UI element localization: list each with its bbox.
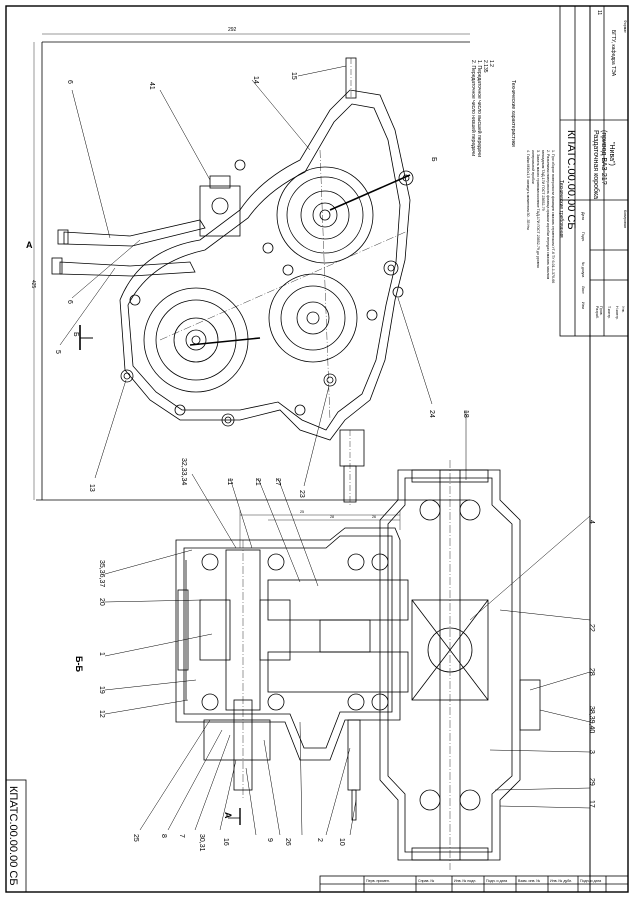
section-title-bb: Б-Б [74,656,84,672]
top-view-labels: А Б Б 425 292 [26,27,437,337]
bottom-stamp-1: Подп. и дата [486,879,507,883]
technical-requirements: Технические требования 1. При сборке пов… [526,150,564,283]
section-view-bb [175,460,541,870]
sheet-number: 11 [596,10,602,15]
callout-12: 12 [98,710,105,718]
callout-numbers: 41 14 15 6 6 5 13 23 24 18 4 22 28 38,39… [54,72,595,852]
callout-30-31: 30,31 [198,834,205,852]
format-label: Формат [623,20,627,33]
view-label-a: А [26,240,33,250]
callout-23: 23 [298,490,305,498]
stamp-row-4: Утв. [621,306,625,313]
section-arrow-a: А [223,812,233,819]
tech-line-1: 1. Передаточное число высшей передачи [476,60,483,157]
dim-vertical: 425 [30,280,36,289]
bottom-stamp-text: Инв. № подл. Подп. и дата Взам. инв. № И… [366,879,601,883]
callout-5: 5 [54,350,61,354]
stamp-col-3: Подп. [581,232,585,242]
stamp-row-2: Т.контр. [607,306,611,319]
callout-22: 22 [588,624,595,632]
stamp-row-0: Разраб. [595,306,599,319]
bottom-stamp-0: Инв. № подл. [454,879,476,883]
req-header: Технические требования [558,180,564,238]
tech-header: Технические характеристики [510,80,516,147]
stamp-row-3: Н.контр. [615,306,619,320]
callout-17: 17 [588,800,595,808]
stamp-col-2: № докум. [581,262,585,278]
callout-9: 9 [266,838,273,842]
stamp-row-1: Пров. [599,306,603,316]
dim-horizontal: 292 [228,27,237,33]
callout-29: 29 [588,778,595,786]
callout-4: 4 [588,520,595,524]
req-line-3: гипоидным ТАД-17И ГОСТ 23652-79 [541,150,545,211]
callout-10: 10 [338,838,345,846]
callout-11: 11 [226,478,233,485]
req-line-1: 1. При сборке поверхности фланцев смазат… [551,150,555,283]
dim-2: 28 [330,515,334,519]
bottom-stamp-left-1: Справ. № [418,879,434,883]
bottom-stamp-4: Подп. и дата [580,879,601,883]
dim-3: 26 [372,515,376,519]
sheet-border [5,5,629,893]
callout-28: 28 [588,668,595,676]
section-mark-b-top: Б [430,157,437,162]
req-line-6: 4. Гайки М10х1,5 затянуть моментом 30...… [526,150,530,230]
callout-6-top: 6 [66,80,73,84]
callout-18: 18 [462,410,469,418]
section-mark-b-left: Б [72,332,79,337]
bottom-stamp [319,875,629,893]
callout-20: 20 [98,598,105,606]
dim-1: 25 [300,510,304,514]
top-view-a [33,33,470,505]
callout-6-mid: 6 [66,300,73,304]
callout-32-33-34: 32,33,34 [180,458,187,485]
callout-1: 1 [98,652,105,656]
callout-15: 15 [290,72,297,80]
callout-7: 7 [178,834,185,838]
drawing-title-sub: (привод ВАЗ-21? [600,130,607,185]
tech-value-2: 2.135 [482,60,488,73]
callout-25: 25 [132,834,139,842]
bottom-stamp-3: Инв. № дубл. [550,879,572,883]
corner-drawing-code: КПАТС.00.00.00 СБ [7,786,19,886]
technical-characteristics: Технические характеристики 1. Передаточн… [470,60,516,157]
req-line-5: контрольной пробки [531,150,535,184]
organization: БГТУ, кафедра ТЭА [610,30,616,77]
drawing-title-sub2: "Нива") [608,142,615,166]
stamp-col-4: Дата [581,212,585,220]
callout-21: 21 [254,478,261,486]
req-line-2: 2. Разъемная поверхность фланца крышки к… [546,150,550,280]
callout-27: 27 [274,478,281,486]
bottom-stamp-left-0: Перв. примен. [366,879,390,883]
callout-13: 13 [88,484,95,492]
stamp-col-1: Лист [581,286,585,294]
callout-41: 41 [148,82,155,90]
tech-value-1: 1.2 [488,60,494,67]
callout-2: 2 [316,838,323,842]
stamp-col-0: Изм [581,302,585,309]
callout-leaders [59,65,591,836]
drawing-code: КПАТС.00.00.00 СБ [565,130,577,230]
title-block-text: КПАТС.00.00.00 СБ Раздаточная коробка (п… [565,10,627,320]
callout-26: 26 [284,838,291,846]
title-block [559,5,629,337]
callout-14: 14 [252,76,259,84]
copy-label: Копировал [623,210,627,228]
callout-16: 16 [222,838,229,846]
corner-code-stamp: КПАТС.00.00.00 СБ [5,779,27,893]
req-line-4: 3. Залить масло трансмиссионное ТАД-17И … [536,150,540,268]
callout-24: 24 [428,410,435,418]
callout-19: 19 [98,686,105,694]
bottom-stamp-2: Взам. инв. № [518,879,540,883]
callout-3: 3 [588,750,595,754]
drawing-title: Раздаточная коробка [592,130,600,199]
callout-35-36-37: 35,36,37 [98,560,105,587]
tech-line-2: 2. Передаточное число низшей передачи [470,60,477,156]
section-labels: Б-Б А 25 28 26 [74,510,376,819]
callout-38-39-40: 38,39,40 [588,706,595,733]
callout-8: 8 [160,834,167,838]
